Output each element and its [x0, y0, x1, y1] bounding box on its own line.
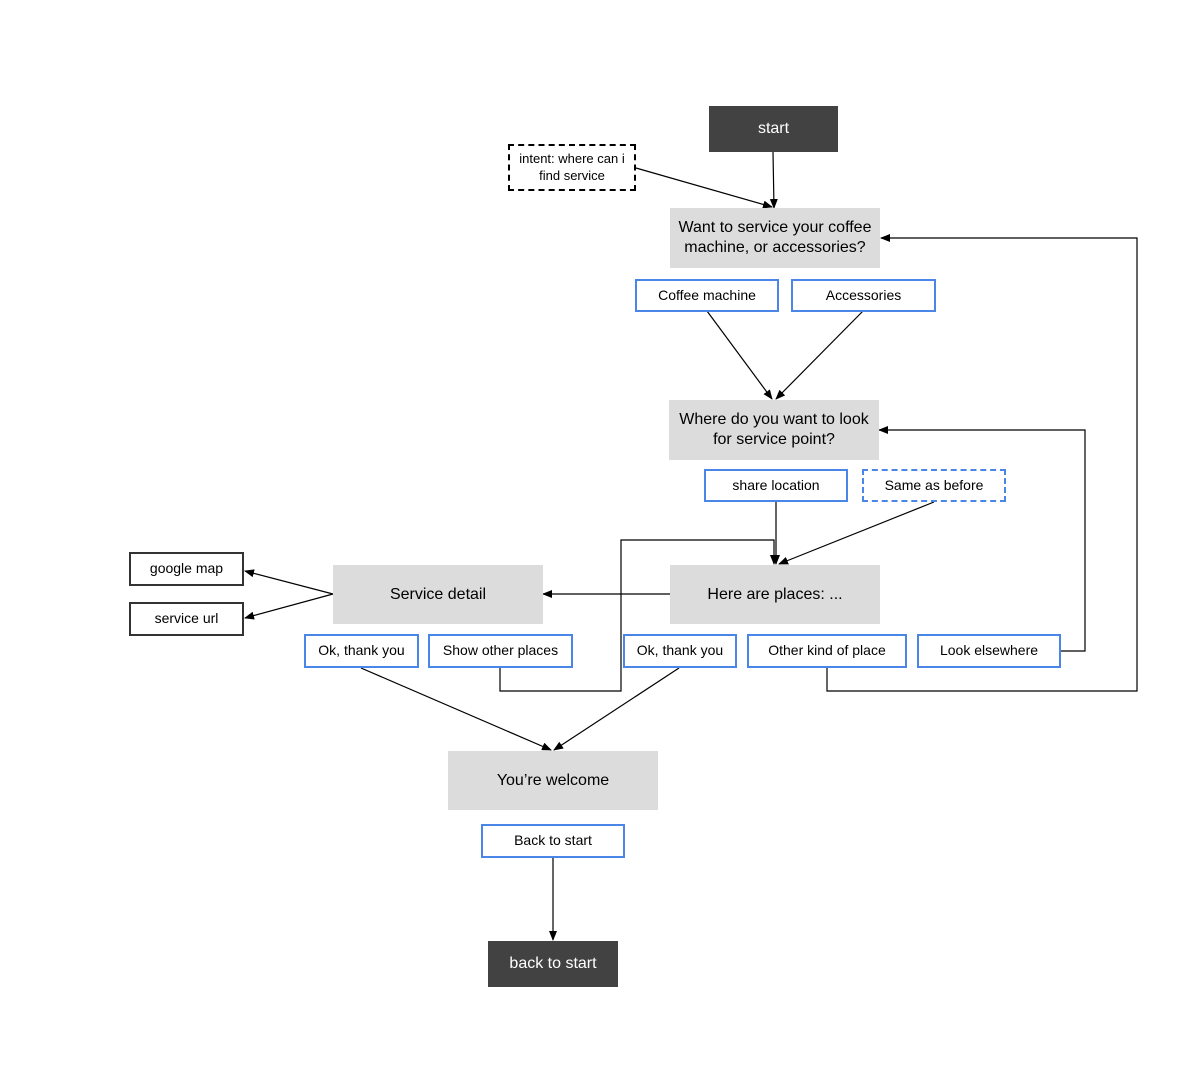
service-url-output: service url — [129, 602, 244, 636]
edge-intent-to-q-service — [635, 167, 773, 209]
edge-ok2-to-welcome — [553, 667, 680, 751]
service-question: Want to service your coffee machine, or … — [670, 208, 880, 268]
option-back-to-start[interactable]: Back to start — [481, 824, 625, 858]
edge-same-to-places — [778, 501, 935, 565]
where-question: Where do you want to look for service po… — [669, 400, 879, 460]
option-coffee-machine[interactable]: Coffee machine — [635, 279, 779, 312]
option-other-kind-of-place[interactable]: Other kind of place — [747, 634, 907, 668]
welcome-message: You’re welcome — [448, 751, 658, 810]
edge-ok1-to-welcome — [360, 667, 552, 751]
back-to-start-terminal: back to start — [488, 941, 618, 987]
edge-service-detail-to-google-map — [244, 569, 334, 595]
option-look-elsewhere[interactable]: Look elsewhere — [917, 634, 1061, 668]
option-share-location[interactable]: share location — [704, 469, 848, 502]
service-detail-message: Service detail — [333, 565, 543, 624]
edge-other-places-to-places — [499, 539, 778, 692]
edge-accessories-to-q-where — [775, 310, 864, 400]
edge-coffee-to-q-where — [706, 310, 773, 400]
edge-start-to-q-service — [769, 151, 778, 209]
option-show-other-places[interactable]: Show other places — [428, 634, 573, 668]
option-accessories[interactable]: Accessories — [791, 279, 936, 312]
edge-elsewhere-to-q-where — [878, 426, 1086, 652]
google-map-output: google map — [129, 552, 244, 586]
option-ok-thank-you-places[interactable]: Ok, thank you — [623, 634, 737, 668]
option-same-as-before[interactable]: Same as before — [862, 469, 1006, 502]
start-terminal: start — [709, 106, 838, 152]
edge-other-kind-to-q-service — [826, 234, 1138, 692]
option-ok-thank-you-detail[interactable]: Ok, thank you — [304, 634, 419, 668]
edge-service-detail-to-service-url — [244, 593, 334, 620]
places-message: Here are places: ... — [670, 565, 880, 624]
intent-node: intent: where can i find service — [508, 144, 636, 191]
